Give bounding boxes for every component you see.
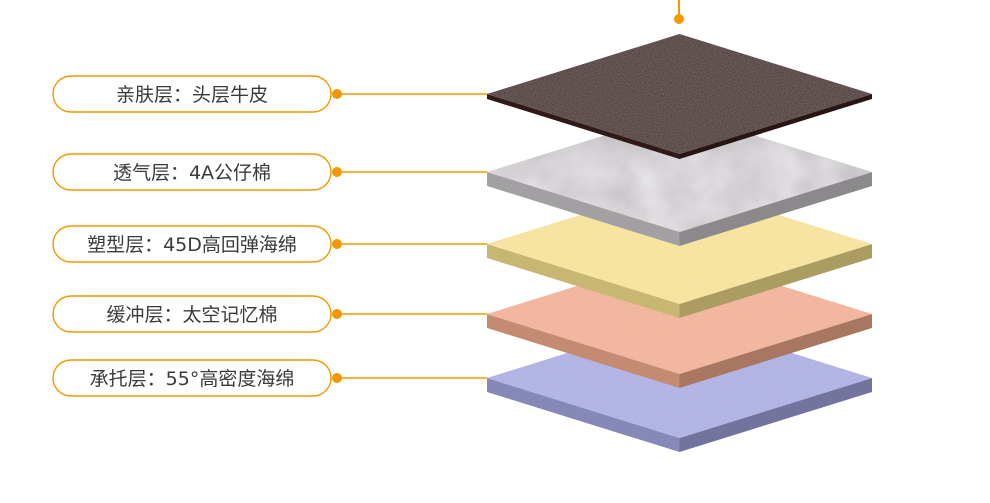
slab-top [487,34,872,154]
layer-slab-breath [487,112,872,246]
slab-side-right [679,172,872,246]
callout-skin: 亲肤层：头层牛皮 [52,75,487,113]
callout-breath: 透气层：4A公仔棉 [52,153,487,191]
callout-pill [52,75,332,113]
callout-connector-dot [332,309,342,319]
callout-label: 缓冲层：太空记忆棉 [106,304,277,326]
layer-slab-skin [487,34,872,159]
slab-side-right [679,244,872,318]
callout-connector-dot [332,167,342,177]
slab-side-right [679,314,872,388]
callout-shape: 塑型层：45D高回弹海绵 [52,225,487,263]
callout-label: 亲肤层：头层牛皮 [116,84,268,106]
callout-pill [52,225,332,263]
callout-label: 承托层：55°高密度海绵 [90,368,295,390]
slab-side-left [487,378,680,452]
slab-side-left [487,172,680,246]
slab-side-right [679,378,872,452]
slab-side-left [487,94,680,159]
callout-cushion: 缓冲层：太空记忆棉 [52,295,487,333]
callout-pill [52,295,332,333]
slab-side-right [679,94,872,159]
callout-connector-dot [332,89,342,99]
callout-pill [52,359,332,397]
slab-side-left [487,244,680,318]
callout-label: 透气层：4A公仔棉 [113,162,271,184]
callout-support: 承托层：55°高密度海绵 [52,359,487,397]
slab-side-left [487,314,680,388]
layer-callouts: 亲肤层：头层牛皮透气层：4A公仔棉塑型层：45D高回弹海绵缓冲层：太空记忆棉承托… [52,75,487,397]
layer-slabs [487,34,872,452]
top-connector-dot [674,14,684,24]
callout-label: 塑型层：45D高回弹海绵 [87,234,297,256]
callout-connector-dot [332,239,342,249]
callout-pill [52,153,332,191]
callout-connector-dot [332,373,342,383]
slab-top [487,112,872,232]
